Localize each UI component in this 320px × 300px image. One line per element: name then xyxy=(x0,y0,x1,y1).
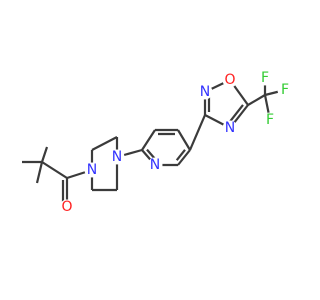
bond-C5py-Cox3 xyxy=(188,114,207,151)
bond-Cq-Me2 xyxy=(40,146,49,163)
atom-label-n-pip-left: N xyxy=(87,162,97,178)
atom-background-n-oxadiazole-upper xyxy=(197,84,213,100)
atom-background-n-pip-right xyxy=(109,149,125,165)
atom-background-n-oxadiazole-lower xyxy=(222,120,238,136)
atom-background-f-top xyxy=(257,70,273,86)
bond-C3py-C2py xyxy=(141,129,156,151)
atom-background-o-oxadiazole xyxy=(222,72,238,88)
atom-label-o-carbonyl: O xyxy=(61,199,72,215)
bond-C6py-C5py xyxy=(177,149,191,166)
bond-Cq-Me1 xyxy=(35,161,44,184)
atom-label-n-oxadiazole-upper: N xyxy=(200,84,210,100)
bond-Cp1-Cp2 xyxy=(91,136,118,151)
atom-background-n-pip-left xyxy=(84,162,100,178)
atom-background-f-bottom xyxy=(262,112,278,128)
bond-Cq-Cco xyxy=(41,161,68,179)
atom-background-n-pyridine xyxy=(147,157,163,173)
atom-background-f-right xyxy=(277,82,293,98)
bond-C5py-C4py xyxy=(177,129,191,151)
bond-Cox5-CF3 xyxy=(247,94,266,106)
atom-label-n-oxadiazole-lower: N xyxy=(225,120,235,136)
atom-label-f-bottom: F xyxy=(266,112,274,128)
bonds xyxy=(22,78,286,207)
atom-label-n-pyridine: N xyxy=(150,157,160,173)
atom-label-o-oxadiazole: O xyxy=(224,72,235,88)
atom-label-n-pip-right: N xyxy=(112,149,122,165)
bond-C6py-C5py-second xyxy=(175,149,186,161)
atom-background-o-carbonyl xyxy=(59,199,75,215)
atom-label-f-top: F xyxy=(261,70,269,86)
bond-Cox5-Nox4-second xyxy=(227,104,244,124)
atom-label-f-right: F xyxy=(281,82,289,98)
